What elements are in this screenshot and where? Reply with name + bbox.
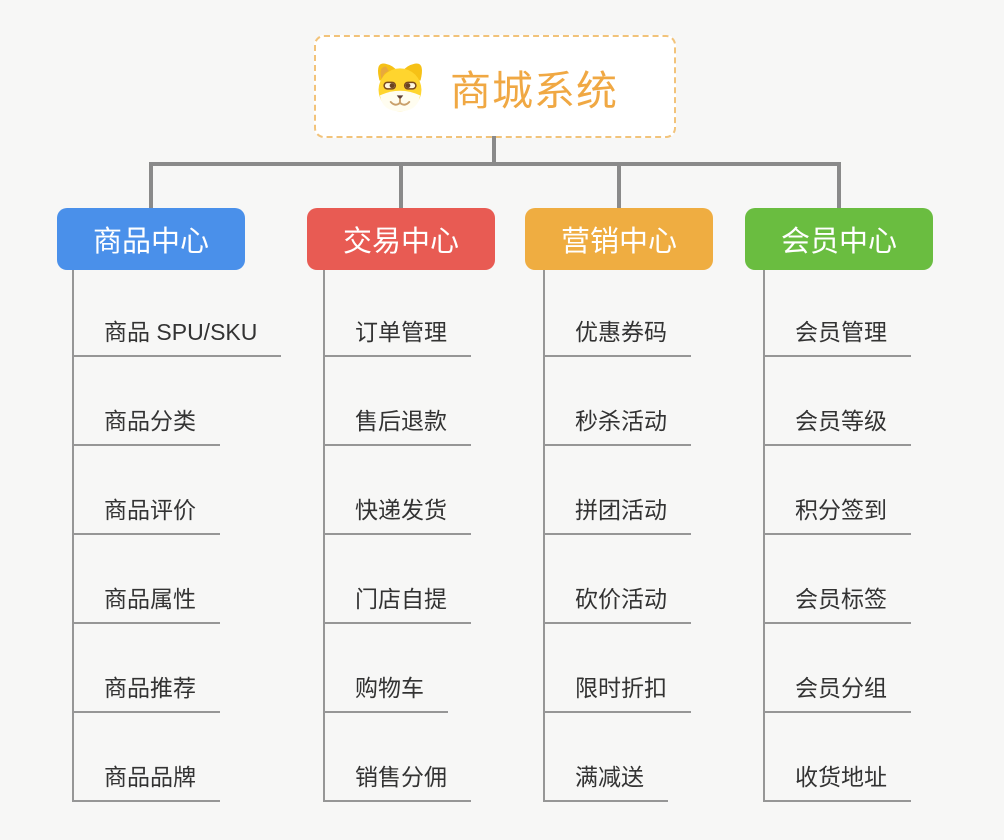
root-node[interactable]: 商城系统 — [314, 35, 676, 138]
branch-node-product-center[interactable]: 商品中心 — [57, 208, 245, 270]
leaf-node[interactable]: 门店自提 — [323, 586, 471, 624]
leaf-node[interactable]: 售后退款 — [323, 408, 471, 446]
leaf-node[interactable]: 收货地址 — [763, 764, 911, 802]
branch-node-member-center[interactable]: 会员中心 — [745, 208, 933, 270]
leaf-node[interactable]: 优惠券码 — [543, 319, 691, 357]
leaf-node[interactable]: 会员标签 — [763, 586, 911, 624]
branch-children-marketing-center: 优惠券码 秒杀活动 拼团活动 砍价活动 限时折扣 满减送 — [543, 270, 793, 804]
root-node-title: 商城系统 — [450, 67, 618, 114]
branch-children-product-center: 商品 SPU/SKU 商品分类 商品评价 商品属性 商品推荐 商品品牌 — [72, 270, 322, 804]
connector-drop-marketing-center — [617, 164, 621, 208]
leaf-node[interactable]: 订单管理 — [323, 319, 471, 357]
leaf-node[interactable]: 商品推荐 — [72, 675, 220, 713]
connector-drop-product-center — [149, 164, 153, 208]
leaf-node[interactable]: 商品属性 — [72, 586, 220, 624]
doge-icon — [378, 62, 422, 111]
branch-node-trade-center[interactable]: 交易中心 — [307, 208, 495, 270]
leaf-node[interactable]: 会员管理 — [763, 319, 911, 357]
leaf-node[interactable]: 销售分佣 — [323, 764, 471, 802]
branch-node-marketing-center[interactable]: 营销中心 — [525, 208, 713, 270]
connector-root-stem — [492, 136, 496, 164]
leaf-node[interactable]: 秒杀活动 — [543, 408, 691, 446]
leaf-node[interactable]: 快递发货 — [323, 497, 471, 535]
leaf-node[interactable]: 商品 SPU/SKU — [72, 319, 282, 357]
leaf-node[interactable]: 商品分类 — [72, 408, 220, 446]
branch-children-member-center: 会员管理 会员等级 积分签到 会员标签 会员分组 收货地址 — [763, 270, 1004, 804]
branch-children-trade-center: 订单管理 售后退款 快递发货 门店自提 购物车 销售分佣 — [323, 270, 573, 804]
leaf-node[interactable]: 积分签到 — [763, 497, 911, 535]
leaf-node[interactable]: 限时折扣 — [543, 675, 691, 713]
leaf-node[interactable]: 砍价活动 — [543, 586, 691, 624]
leaf-node[interactable]: 满减送 — [543, 764, 668, 802]
connector-drop-member-center — [837, 164, 841, 208]
connector-drop-trade-center — [399, 164, 403, 208]
leaf-node[interactable]: 会员等级 — [763, 408, 911, 446]
leaf-node[interactable]: 商品品牌 — [72, 764, 220, 802]
connector-horizontal-rail — [149, 162, 841, 166]
leaf-node[interactable]: 购物车 — [323, 675, 448, 713]
leaf-node[interactable]: 会员分组 — [763, 675, 911, 713]
leaf-node[interactable]: 商品评价 — [72, 497, 220, 535]
leaf-node[interactable]: 拼团活动 — [543, 497, 691, 535]
